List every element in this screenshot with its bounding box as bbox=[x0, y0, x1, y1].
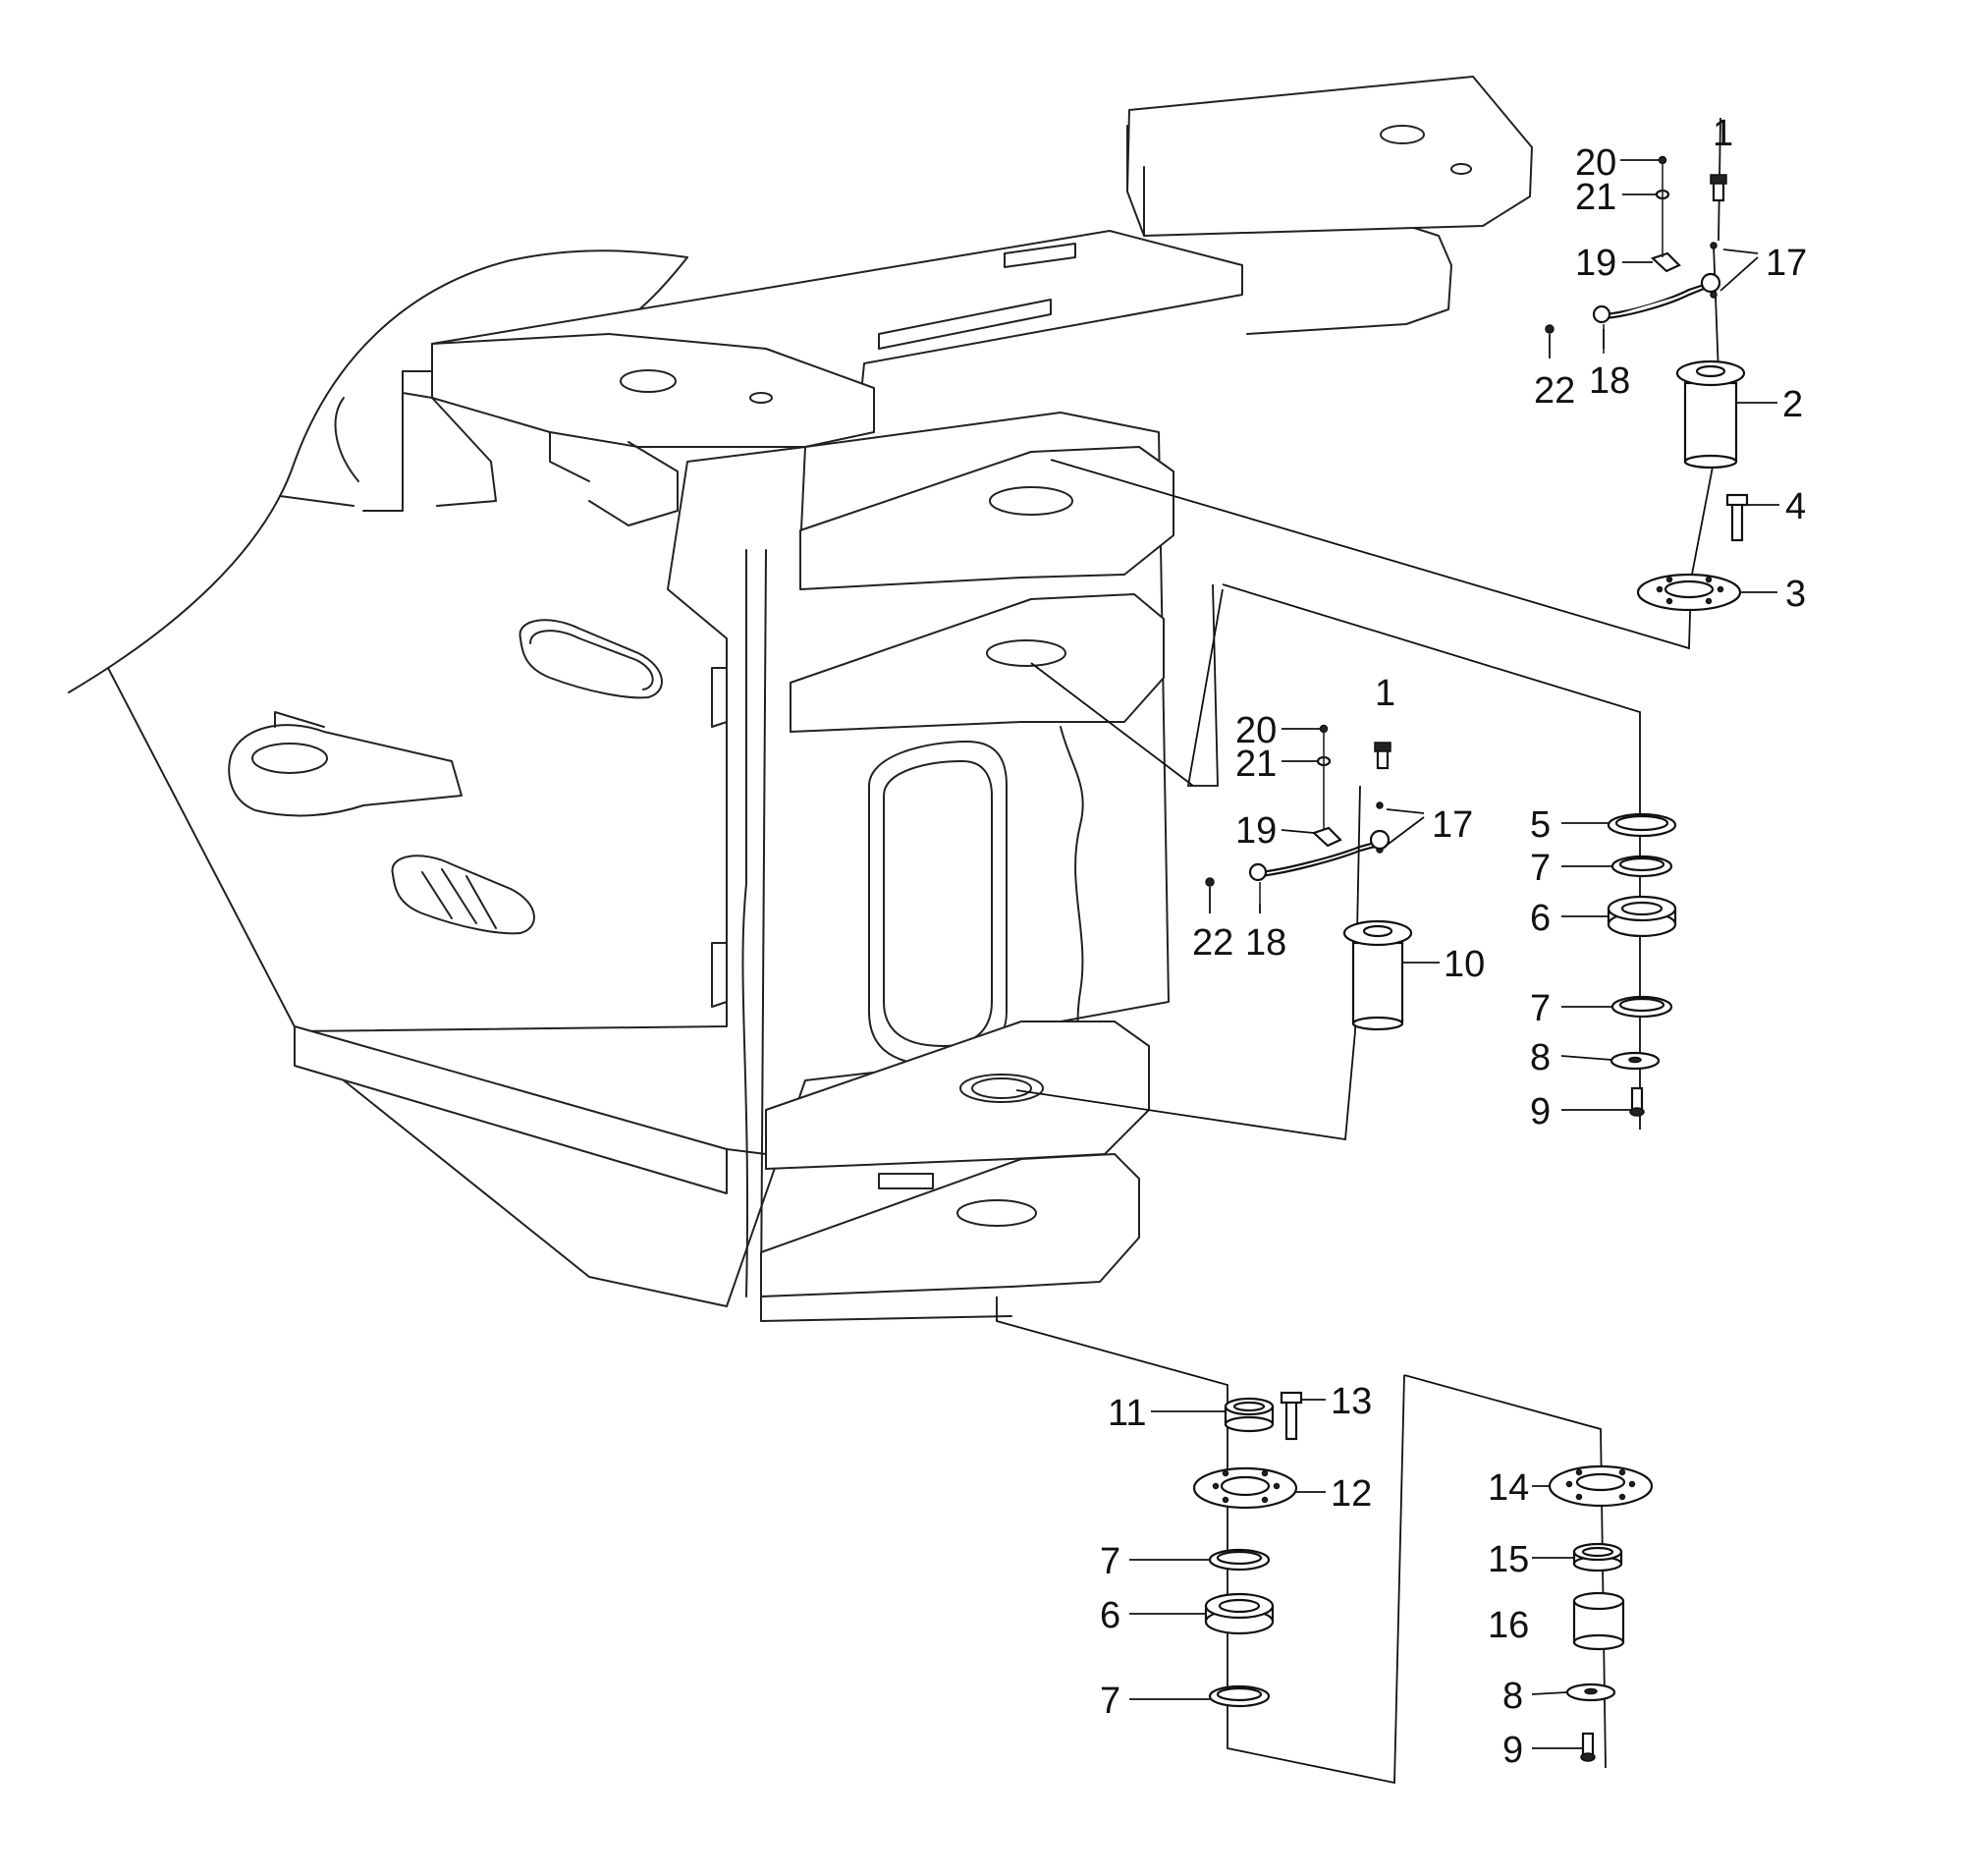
part-11-bushing bbox=[1224, 1397, 1275, 1433]
callout-1-top: 1 bbox=[1713, 113, 1733, 154]
callout-7-bottom-upper: 7 bbox=[1100, 1541, 1120, 1582]
bottom-right-stack bbox=[1548, 1464, 1654, 1762]
callout-4: 4 bbox=[1785, 486, 1806, 527]
part-19-clip bbox=[1650, 251, 1681, 273]
part-4-bolt bbox=[1725, 493, 1749, 542]
callout-18-top: 18 bbox=[1589, 360, 1630, 402]
part-9-bolt-b bbox=[1580, 1732, 1596, 1762]
callout-14: 14 bbox=[1488, 1467, 1529, 1509]
callout-11: 11 bbox=[1108, 1393, 1146, 1434]
callout-17-top: 17 bbox=[1766, 243, 1807, 284]
callout-22-mid: 22 bbox=[1192, 922, 1233, 964]
callout-19-mid: 19 bbox=[1235, 810, 1277, 852]
callout-5: 5 bbox=[1530, 804, 1551, 846]
callout-3: 3 bbox=[1785, 574, 1806, 615]
callout-20-top: 20 bbox=[1575, 142, 1616, 184]
callout-7-mid-lower: 7 bbox=[1530, 988, 1551, 1029]
callout-13: 13 bbox=[1331, 1381, 1372, 1422]
callout-leaders bbox=[1129, 159, 1779, 1749]
callout-7-mid-upper: 7 bbox=[1530, 848, 1551, 889]
part-10-pin bbox=[1342, 919, 1413, 1031]
frame-outer-curve bbox=[68, 249, 688, 693]
part-18-lube-line bbox=[1603, 283, 1705, 316]
callout-18-mid: 18 bbox=[1245, 922, 1286, 964]
frame-side-lug bbox=[228, 724, 463, 817]
callout-22-top: 22 bbox=[1534, 370, 1575, 412]
callout-20-mid: 20 bbox=[1235, 710, 1277, 751]
middle-pin-assembly bbox=[1205, 724, 1413, 1031]
column-window bbox=[868, 741, 1008, 1067]
callout-7-bottom-lower: 7 bbox=[1100, 1681, 1120, 1722]
part-18-lube-line-mid bbox=[1259, 841, 1376, 874]
part-13-bolt bbox=[1280, 1391, 1303, 1441]
part-2-pin bbox=[1675, 359, 1746, 469]
frame-structure bbox=[68, 76, 1533, 1322]
callout-6-bottom: 6 bbox=[1100, 1595, 1120, 1636]
callout-12: 12 bbox=[1331, 1473, 1372, 1515]
callout-9-mid: 9 bbox=[1530, 1091, 1551, 1132]
part-6-bearing bbox=[1607, 895, 1677, 938]
callout-1-mid: 1 bbox=[1375, 673, 1395, 714]
part-15-bushing bbox=[1572, 1542, 1623, 1573]
slot-upper bbox=[518, 619, 663, 699]
part-12-flange bbox=[1192, 1466, 1298, 1510]
callout-16: 16 bbox=[1488, 1605, 1529, 1646]
bottom-left-stack bbox=[1192, 1391, 1303, 1708]
callout-10: 10 bbox=[1444, 944, 1485, 985]
frame-front-crossmember bbox=[431, 333, 875, 448]
part-22-plug bbox=[1545, 324, 1555, 334]
part-1-bolt bbox=[1710, 174, 1727, 202]
part-6-bearing-b bbox=[1204, 1592, 1275, 1635]
part-1-bolt-mid bbox=[1374, 742, 1391, 770]
callout-2: 2 bbox=[1782, 384, 1803, 425]
lower-boss-plate-bottom bbox=[760, 1153, 1140, 1297]
callout-21-mid: 21 bbox=[1235, 744, 1277, 785]
callout-6-mid: 6 bbox=[1530, 898, 1551, 939]
callout-labels: 1 20 21 19 17 22 18 2 4 3 1 20 21 19 17 … bbox=[1100, 113, 1807, 1771]
upper-boss-plate-top bbox=[799, 446, 1174, 590]
callout-17-mid: 17 bbox=[1432, 804, 1473, 846]
right-bearing-stack bbox=[1607, 812, 1677, 1117]
callout-15: 15 bbox=[1488, 1539, 1529, 1580]
part-9-bolt bbox=[1629, 1086, 1645, 1117]
frame-bottom-plate bbox=[294, 1025, 728, 1194]
frame-rear-plate bbox=[1126, 76, 1533, 237]
part-14-flange bbox=[1548, 1464, 1654, 1508]
slot-lower bbox=[391, 855, 535, 935]
upper-pin-assembly bbox=[1545, 155, 1749, 612]
callout-19-top: 19 bbox=[1575, 243, 1616, 284]
upper-boss-plate-bottom bbox=[790, 593, 1165, 733]
callout-21-top: 21 bbox=[1575, 177, 1616, 218]
callout-8-bottom: 8 bbox=[1502, 1676, 1523, 1717]
callout-9-bottom: 9 bbox=[1502, 1730, 1523, 1771]
callout-8-mid: 8 bbox=[1530, 1037, 1551, 1078]
part-16-sleeve bbox=[1572, 1591, 1625, 1651]
part-3-flange bbox=[1636, 573, 1742, 612]
